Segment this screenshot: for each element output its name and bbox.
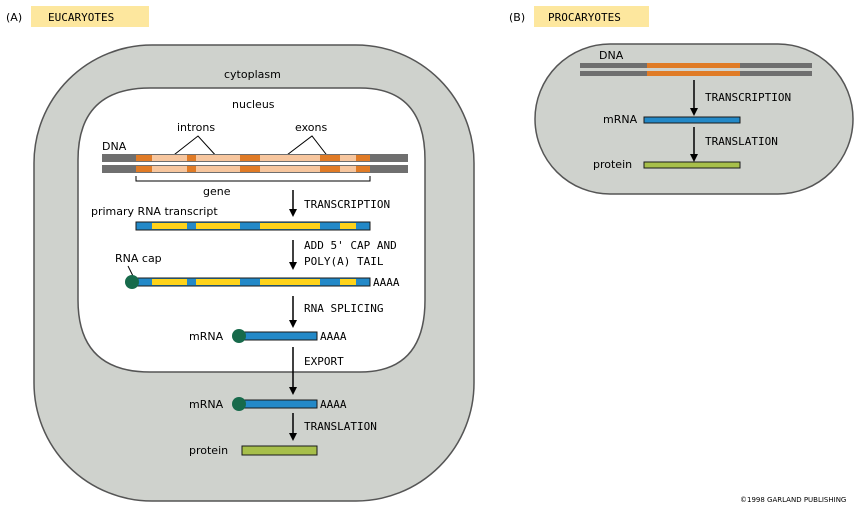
panel-b: (B) PROCARYOTES DNA TRANSCRIPTION mRNA T…	[509, 6, 854, 195]
protein-label-b: protein	[593, 158, 632, 171]
primary-transcript-label: primary RNA transcript	[91, 205, 218, 218]
protein-label-a: protein	[189, 444, 228, 457]
panel-b-letter: (B)	[509, 11, 525, 24]
protein-a	[241, 445, 318, 456]
dna-label-b: DNA	[599, 49, 624, 62]
mrna-label-b: mRNA	[603, 113, 638, 126]
polya-tail-1: AAAA	[373, 276, 400, 289]
mrna-b	[643, 116, 741, 124]
nucleus-label: nucleus	[232, 98, 275, 111]
panel-a-title: EUCARYOTES	[48, 11, 114, 24]
polya-tail-2: AAAA	[320, 330, 347, 343]
step-translation-b: TRANSLATION	[705, 135, 778, 148]
mrna-nucleus	[239, 331, 318, 341]
panel-a-letter: (A)	[6, 11, 22, 24]
exons-pointers	[282, 135, 330, 159]
dna-double-helix-a	[102, 154, 408, 173]
step-cap-line1: ADD 5' CAP AND	[304, 239, 397, 252]
polya-tail-3: AAAA	[320, 398, 347, 411]
panel-a-title-box	[31, 6, 149, 27]
panel-b-title-box	[534, 6, 649, 27]
gene-bracket	[135, 176, 371, 182]
mrna-label-nucleus: mRNA	[189, 330, 224, 343]
mrna-label-cytoplasm: mRNA	[189, 398, 224, 411]
panel-a: (A) EUCARYOTES cytoplasm nucleus DNA int…	[6, 6, 475, 502]
copyright: ©1998 GARLAND PUBLISHING	[740, 496, 846, 504]
step-translation-a: TRANSLATION	[304, 420, 377, 433]
step-transcription-b: TRANSCRIPTION	[705, 91, 791, 104]
step-transcription-a: TRANSCRIPTION	[304, 198, 390, 211]
introns-pointers	[169, 135, 219, 159]
mrna-cytoplasm	[239, 399, 318, 409]
step-splicing: RNA SPLICING	[304, 302, 383, 315]
introns-label: introns	[177, 121, 215, 134]
dna-label-a: DNA	[102, 140, 127, 153]
exons-label: exons	[295, 121, 327, 134]
rna-cap-2	[232, 329, 246, 343]
step-cap-line2: POLY(A) TAIL	[304, 255, 384, 268]
rna-cap-1	[125, 275, 139, 289]
primary-rna-transcript	[135, 221, 371, 231]
capped-transcript	[135, 277, 371, 287]
protein-b	[643, 161, 741, 169]
cytoplasm-label: cytoplasm	[224, 68, 281, 81]
dna-double-helix-b	[580, 63, 812, 76]
rna-cap-label: RNA cap	[115, 252, 162, 265]
gene-label: gene	[203, 185, 231, 198]
rna-cap-pointer	[127, 265, 134, 277]
panel-b-title: PROCARYOTES	[548, 11, 621, 24]
step-export: EXPORT	[304, 355, 344, 368]
rna-cap-3	[232, 397, 246, 411]
